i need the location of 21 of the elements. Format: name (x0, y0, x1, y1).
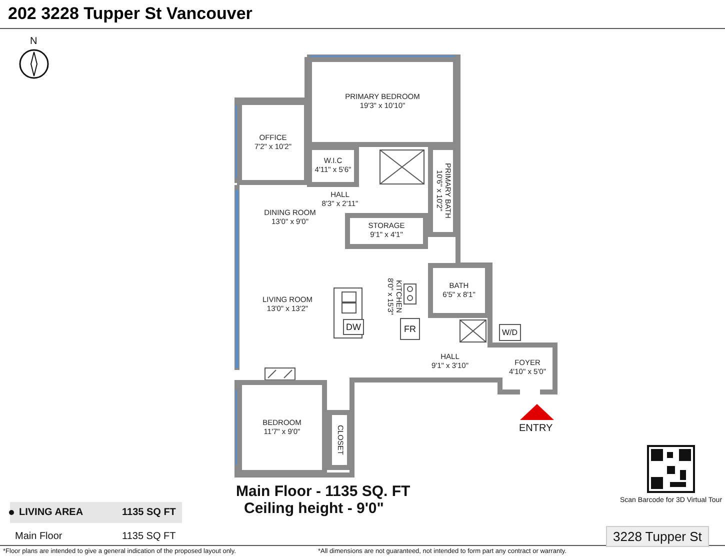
room-outline (428, 263, 490, 318)
room-outline (307, 145, 359, 187)
appliance-label: W/D (499, 324, 521, 341)
entry-label: ENTRY (519, 423, 553, 434)
caption: Main Floor - 1135 SQ. FT (236, 483, 410, 500)
room-outline (237, 380, 327, 475)
room-outline (307, 57, 458, 147)
appliance-label: DW (343, 319, 364, 335)
title: 202 3228 Tupper St Vancouver (8, 4, 252, 24)
table-cell-text: LIVING AREA (18, 507, 84, 518)
table-cell: 1135 SQ FT (122, 507, 176, 518)
table-cell: Main Floor (15, 531, 62, 542)
appliance-label: FR (400, 318, 420, 340)
caption: Ceiling height - 9'0" (244, 500, 384, 517)
room-outline (345, 213, 428, 249)
table-cell: 1135 SQ FT (122, 531, 176, 542)
room-outline (237, 100, 309, 185)
address-tooltip: 3228 Tupper St (606, 526, 709, 547)
room-outline (428, 145, 458, 237)
compass-label: N (30, 36, 38, 47)
room-outline (327, 410, 352, 470)
